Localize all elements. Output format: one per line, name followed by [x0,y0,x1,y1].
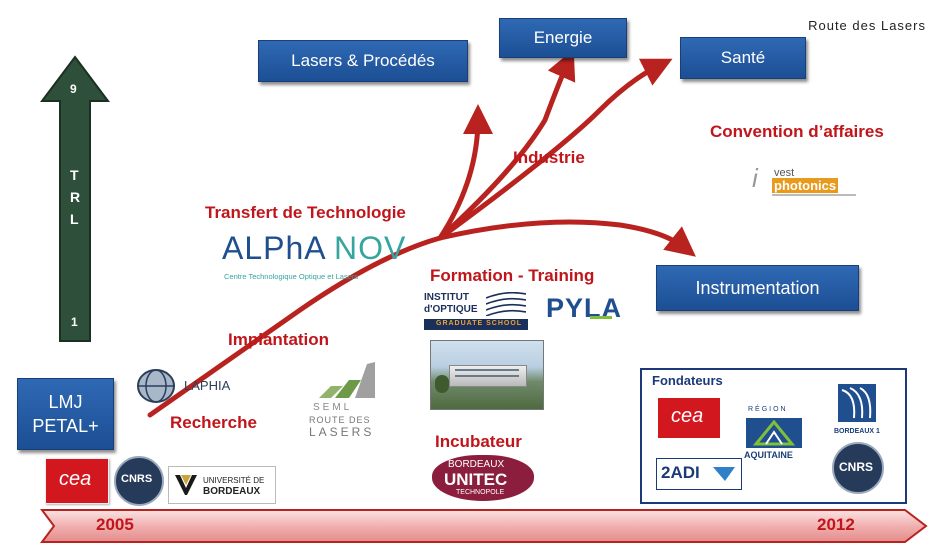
institut-optique-logo: INSTITUT d'OPTIQUE GRADUATE SCHOOL [424,292,536,332]
rdl-line1: ROUTE DES [309,415,371,425]
seml-text: SEML [313,402,353,413]
trl-letter-t: T [70,167,79,183]
bordeaux1-logo: BORDEAUX 1 [830,380,886,440]
region-line2: AQUITAINE [744,450,793,460]
institut-line3: GRADUATE SCHOOL [436,320,523,327]
branch-lasers-arrow [437,104,493,241]
branch-sante-arrow [437,58,673,241]
unitec-line2: UNITEC [444,470,508,489]
incubateur-label: Incubateur [435,432,522,451]
fondateurs-label: Fondateurs [652,373,723,388]
building-photo [430,340,544,410]
twoadi-logo: 2ADI [656,458,742,490]
trunk-arrow [147,235,443,418]
ub-emblem-icon [175,475,197,495]
alphanov-nov: NOV [334,230,407,266]
energie-box: Energie [499,18,627,58]
invest-i-glyph: i [752,163,758,193]
pyla-logo: PYLA [546,293,623,323]
petal-label: PETAL+ [32,416,99,436]
implantation-label: Implantation [228,330,330,349]
fondateurs-panel: Fondateurs cea RÉGION AQUITAINE BORDEAUX… [640,368,907,504]
region-aquitaine-emblem-icon [752,420,796,446]
laphia-text: LAPHIA [184,378,231,393]
laphia-logo: LAPHIA [136,368,246,404]
ub-line1: UNIVERSITÉ DE [203,476,265,485]
transfert-technologie-label: Transfert de Technologie [205,203,406,222]
recherche-label: Recherche [170,413,257,432]
lmj-label: LMJ [48,392,83,412]
branch-instrumentation-arrow [437,219,696,257]
universite-bordeaux-logo: UNIVERSITÉ DE BORDEAUX [168,466,276,504]
invest-vest-text: vest [774,167,795,179]
trl-letter-r: R [70,189,81,205]
route-des-lasers-label: Route des Lasers [808,18,926,33]
branch-energie-arrow [437,49,576,241]
industrie-label: Industrie [513,148,585,167]
trl-bottom-value: 1 [71,315,78,329]
cea-logo-fondateurs: cea [658,398,720,438]
ub-line2: BORDEAUX [203,486,261,497]
rdl-line2: LASERS [309,425,375,439]
cnrs-text-left: CNRS [121,473,153,485]
lasers-procedes-box: Lasers & Procédés [258,40,468,82]
timeline-end-year: 2012 [817,515,855,534]
unitec-line3: TECHNOPOLE [456,489,505,496]
instrumentation-box: Instrumentation [656,265,859,311]
seml-shapes-icon [319,362,375,398]
institut-waves-icon [486,292,526,316]
timeline-bar [40,509,928,543]
cea-logo-left: cea [45,458,109,504]
institut-line2: d'OPTIQUE [424,304,478,315]
region-line1: RÉGION [748,406,788,413]
cnrs-logo-fondateurs: CNRS [832,442,884,494]
twoadi-arrow-icon [713,467,735,481]
alphanov-logo: ALPhA NOV Centre Technologique Optique e… [222,230,405,285]
alphanov-main: ALPhA [222,230,327,266]
pyla-accent [590,316,612,319]
cea-text-left: cea [59,468,92,490]
timeline-start-year: 2005 [96,515,134,534]
formation-training-label: Formation - Training [430,266,595,285]
alphanov-subtitle: Centre Technologique Optique et Lasers [224,272,359,281]
region-aquitaine-logo: RÉGION AQUITAINE [742,406,822,460]
trl-top-value: 9 [70,82,77,96]
cea-text-fondateurs: cea [671,405,704,427]
trl-arrow [40,55,110,342]
seml-logo: SEML ROUTE DES LASERS [305,360,383,442]
institut-line1: INSTITUT [424,292,469,303]
bordeaux-unitec-logo: BORDEAUX UNITEC TECHNOPOLE [432,455,534,501]
cnrs-text-fondateurs: CNRS [839,460,874,474]
bordeaux1-emblem-icon [838,384,876,422]
cnrs-logo-left: CNRS [114,456,164,506]
sante-box: Santé [680,37,806,79]
invest-photonics-logo: i vest photonics [752,163,862,199]
convention-affaires-label: Convention d’affaires [710,122,884,141]
bordeaux1-text: BORDEAUX 1 [834,428,880,435]
lmj-petal-box: LMJ PETAL+ [17,378,114,450]
unitec-line1: BORDEAUX [448,459,505,470]
trl-letter-l: L [70,211,79,227]
laphia-globe-icon [137,369,175,403]
invest-photonics-text: photonics [772,178,839,193]
twoadi-text: 2ADI [661,463,700,482]
